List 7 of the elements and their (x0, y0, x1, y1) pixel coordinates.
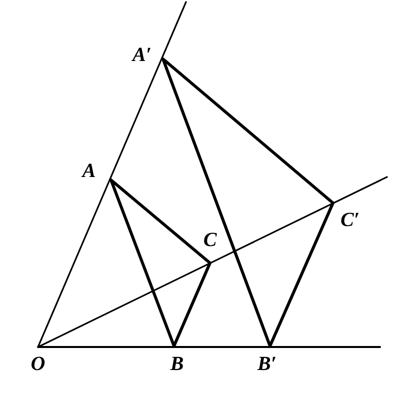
point-label: A (82, 161, 96, 181)
point-label: C′ (340, 210, 360, 230)
point-label: C (203, 230, 217, 250)
point-label: B′ (258, 354, 276, 374)
point-label: A′ (132, 45, 152, 65)
point-label: B (170, 354, 184, 374)
point-label: O (30, 354, 46, 374)
